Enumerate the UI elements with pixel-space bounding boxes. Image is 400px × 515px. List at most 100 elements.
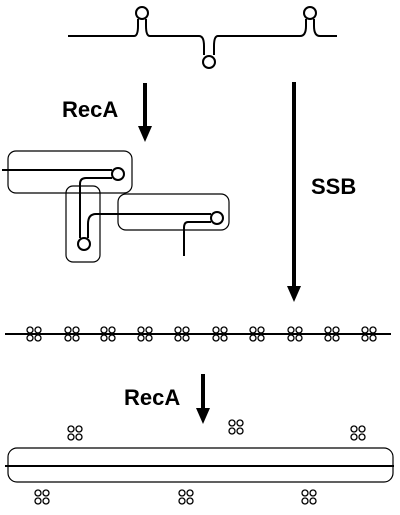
- ssb-subunit: [324, 334, 332, 342]
- reca-bottom-label: RecA: [124, 385, 180, 410]
- ssdna-hairpins: [68, 6, 337, 69]
- ssb-subunit: [287, 326, 295, 334]
- ssb-subunit: [186, 489, 194, 497]
- ssb-subunit: [236, 427, 244, 435]
- ssb-subunit: [358, 433, 366, 441]
- ssb-subunit: [295, 326, 303, 334]
- ssb-subunit: [350, 433, 358, 441]
- ssb-subunit: [369, 326, 377, 334]
- ssb-tetramer-bound: [26, 326, 42, 342]
- ssb-tetramer-free: [228, 419, 244, 435]
- ssb-subunit: [182, 326, 190, 334]
- ssb-subunit: [236, 419, 244, 427]
- ssb-subunit: [301, 489, 309, 497]
- ssb-subunit: [257, 326, 265, 334]
- ssb-subunit: [332, 326, 340, 334]
- ssb-label: SSB: [311, 174, 356, 199]
- ssdna-strand: [68, 19, 337, 55]
- reca-filaments-hairpins: [2, 150, 230, 263]
- ssb-tetramer-row: [26, 326, 377, 342]
- ssb-subunit: [182, 334, 190, 342]
- reca-filament-box-3: [117, 193, 230, 231]
- filament-dna-strand: [2, 169, 211, 256]
- displaced-ssb-group: [34, 419, 366, 505]
- ssb-subunit: [174, 326, 182, 334]
- ssb-subunit: [332, 334, 340, 342]
- ssb-tetramer-free: [350, 425, 366, 441]
- ssb-subunit: [67, 433, 75, 441]
- hairpin-loop-right: [303, 6, 317, 20]
- ssb-subunit: [26, 334, 34, 342]
- reca-arrow-bottom: [196, 374, 210, 424]
- ssb-tetramer-bound: [324, 326, 340, 342]
- hairpin-loop-middle: [202, 55, 216, 69]
- ssb-tetramer-bound: [174, 326, 190, 342]
- ssb-subunit: [108, 334, 116, 342]
- ssb-tetramer-bound: [361, 326, 377, 342]
- ssb-subunit: [137, 334, 145, 342]
- ssb-tetramer-bound: [137, 326, 153, 342]
- ssb-tetramer-bound: [212, 326, 228, 342]
- ssb-subunit: [137, 326, 145, 334]
- ssb-subunit: [295, 334, 303, 342]
- ssb-subunit: [287, 334, 295, 342]
- ssb-tetramer-bound: [100, 326, 116, 342]
- hairpin-loop-a: [111, 167, 125, 181]
- ssb-tetramer-bound: [64, 326, 80, 342]
- ssb-subunit: [369, 334, 377, 342]
- ssb-subunit: [361, 334, 369, 342]
- ssb-subunit: [100, 326, 108, 334]
- ssb-subunit: [212, 326, 220, 334]
- ssb-subunit: [249, 326, 257, 334]
- ssb-subunit: [249, 334, 257, 342]
- ssb-subunit: [34, 489, 42, 497]
- ssb-subunit: [220, 334, 228, 342]
- ssb-subunit: [72, 326, 80, 334]
- reca-filament-box-1: [7, 150, 133, 194]
- ssb-subunit: [67, 425, 75, 433]
- ssb-subunit: [350, 425, 358, 433]
- ssb-subunit: [301, 497, 309, 505]
- ssb-subunit: [26, 326, 34, 334]
- ssb-subunit: [220, 326, 228, 334]
- ssb-subunit: [174, 334, 182, 342]
- ssb-tetramer-free: [178, 489, 194, 505]
- hairpin-loop-c: [210, 211, 224, 225]
- ssb-tetramer-bound: [249, 326, 265, 342]
- ssb-subunit: [145, 334, 153, 342]
- ssb-subunit: [75, 425, 83, 433]
- ssb-subunit: [186, 497, 194, 505]
- ssb-subunit: [108, 326, 116, 334]
- hairpin-loop-left: [135, 6, 149, 20]
- ssb-subunit: [358, 425, 366, 433]
- ssb-subunit: [324, 326, 332, 334]
- ssb-subunit: [75, 433, 83, 441]
- reca-filament-box-2: [65, 185, 101, 263]
- ssb-arrow: [287, 82, 301, 302]
- ssb-subunit: [361, 326, 369, 334]
- ssb-subunit: [309, 489, 317, 497]
- ssb-tetramer-free: [301, 489, 317, 505]
- ssb-tetramer-free: [34, 489, 50, 505]
- ssb-subunit: [72, 334, 80, 342]
- ssb-subunit: [178, 497, 186, 505]
- ssb-subunit: [228, 427, 236, 435]
- ssb-subunit: [34, 334, 42, 342]
- reca-top-label: RecA: [62, 97, 118, 122]
- hairpin-loop-b: [77, 237, 91, 251]
- ssb-subunit: [257, 334, 265, 342]
- ssb-subunit: [309, 497, 317, 505]
- ssb-subunit: [178, 489, 186, 497]
- reca-arrow-left: [138, 83, 152, 142]
- ssb-subunit: [212, 334, 220, 342]
- ssb-subunit: [64, 326, 72, 334]
- ssb-tetramer-free: [67, 425, 83, 441]
- ssb-subunit: [64, 334, 72, 342]
- ssb-subunit: [100, 334, 108, 342]
- ssb-subunit: [34, 497, 42, 505]
- ssb-subunit: [34, 326, 42, 334]
- ssb-subunit: [42, 489, 50, 497]
- ssb-subunit: [145, 326, 153, 334]
- ssb-tetramer-bound: [287, 326, 303, 342]
